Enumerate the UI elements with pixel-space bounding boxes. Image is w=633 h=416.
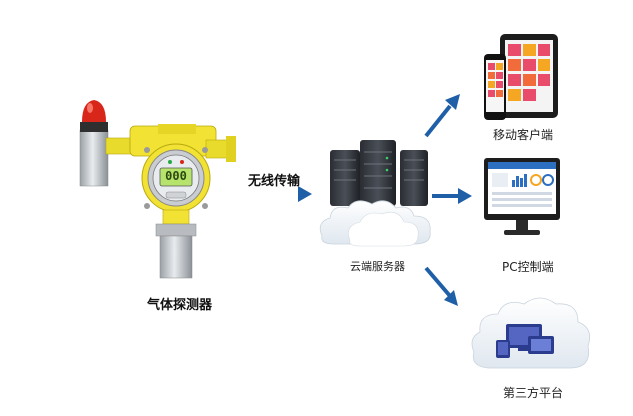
- third-party-platform-icon: [471, 297, 591, 369]
- label-pc-control: PC控制端: [502, 260, 554, 274]
- gas-detector-icon: [79, 100, 236, 279]
- detector-lcd-readout: 000: [165, 169, 187, 183]
- mobile-tablet-icon: [484, 34, 558, 120]
- arrow-to-mobile-head: [445, 94, 460, 110]
- label-gas-detector: 气体探测器: [147, 298, 213, 313]
- arrow-to-pc-head: [458, 188, 472, 204]
- label-cloud-server: 云端服务器: [350, 260, 405, 273]
- label-third-party-platform: 第三方平台: [503, 386, 564, 400]
- arrow-to-third-party-head: [444, 290, 458, 306]
- arrow-to-third-party: [424, 266, 452, 298]
- arrow-to-cloud-head: [298, 186, 312, 202]
- label-wireless-transmission: 无线传输: [248, 174, 301, 189]
- arrow-to-mobile: [424, 104, 452, 138]
- label-mobile-client: 移动客户端: [493, 128, 554, 142]
- cloud-server-icon: [319, 140, 431, 247]
- pc-monitor-icon: [484, 158, 560, 235]
